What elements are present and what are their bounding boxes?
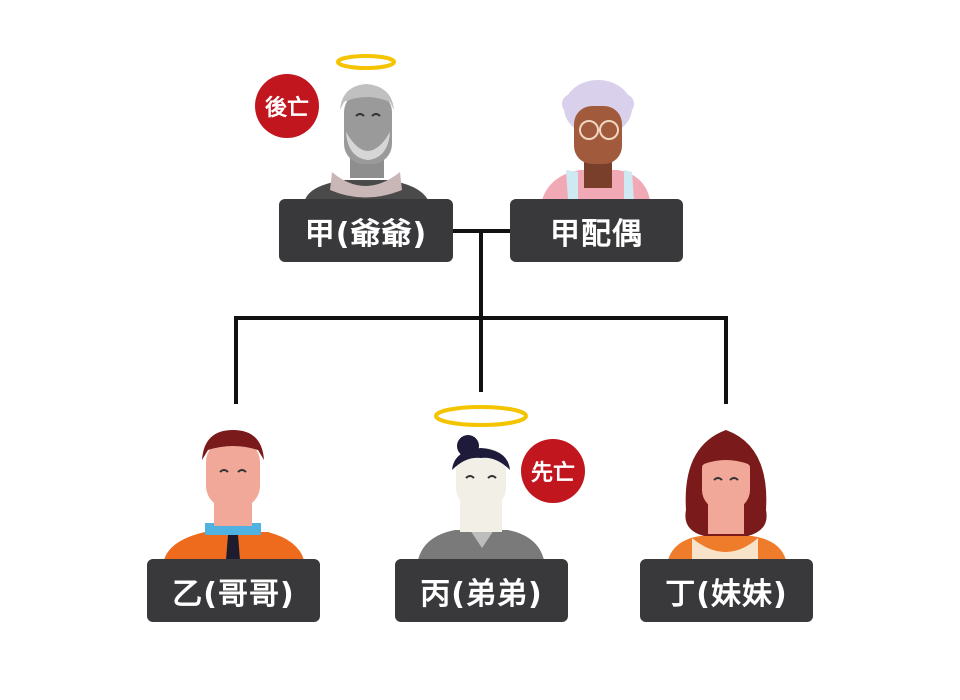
elderly-woman-avatar-icon xyxy=(542,80,650,200)
grandfather-nameplate: 甲(爺爺) xyxy=(279,199,453,262)
young-man-bun-avatar-icon xyxy=(418,405,544,560)
elder-brother-nameplate: 乙(哥哥) xyxy=(147,559,320,622)
young-woman-avatar-icon xyxy=(668,430,786,560)
died-later-badge: 後亡 xyxy=(255,74,319,138)
young-man-avatar-icon xyxy=(164,430,304,560)
spouse-nameplate: 甲配偶 xyxy=(510,199,683,262)
younger-sister-nameplate: 丁(妹妹) xyxy=(640,559,813,622)
halo-icon xyxy=(434,405,528,427)
tree-connectors xyxy=(234,229,728,404)
younger-brother-nameplate: 丙(弟弟) xyxy=(395,559,568,622)
died-earlier-badge: 先亡 xyxy=(521,439,585,503)
halo-icon xyxy=(336,54,396,70)
elderly-man-avatar-icon xyxy=(305,54,428,200)
